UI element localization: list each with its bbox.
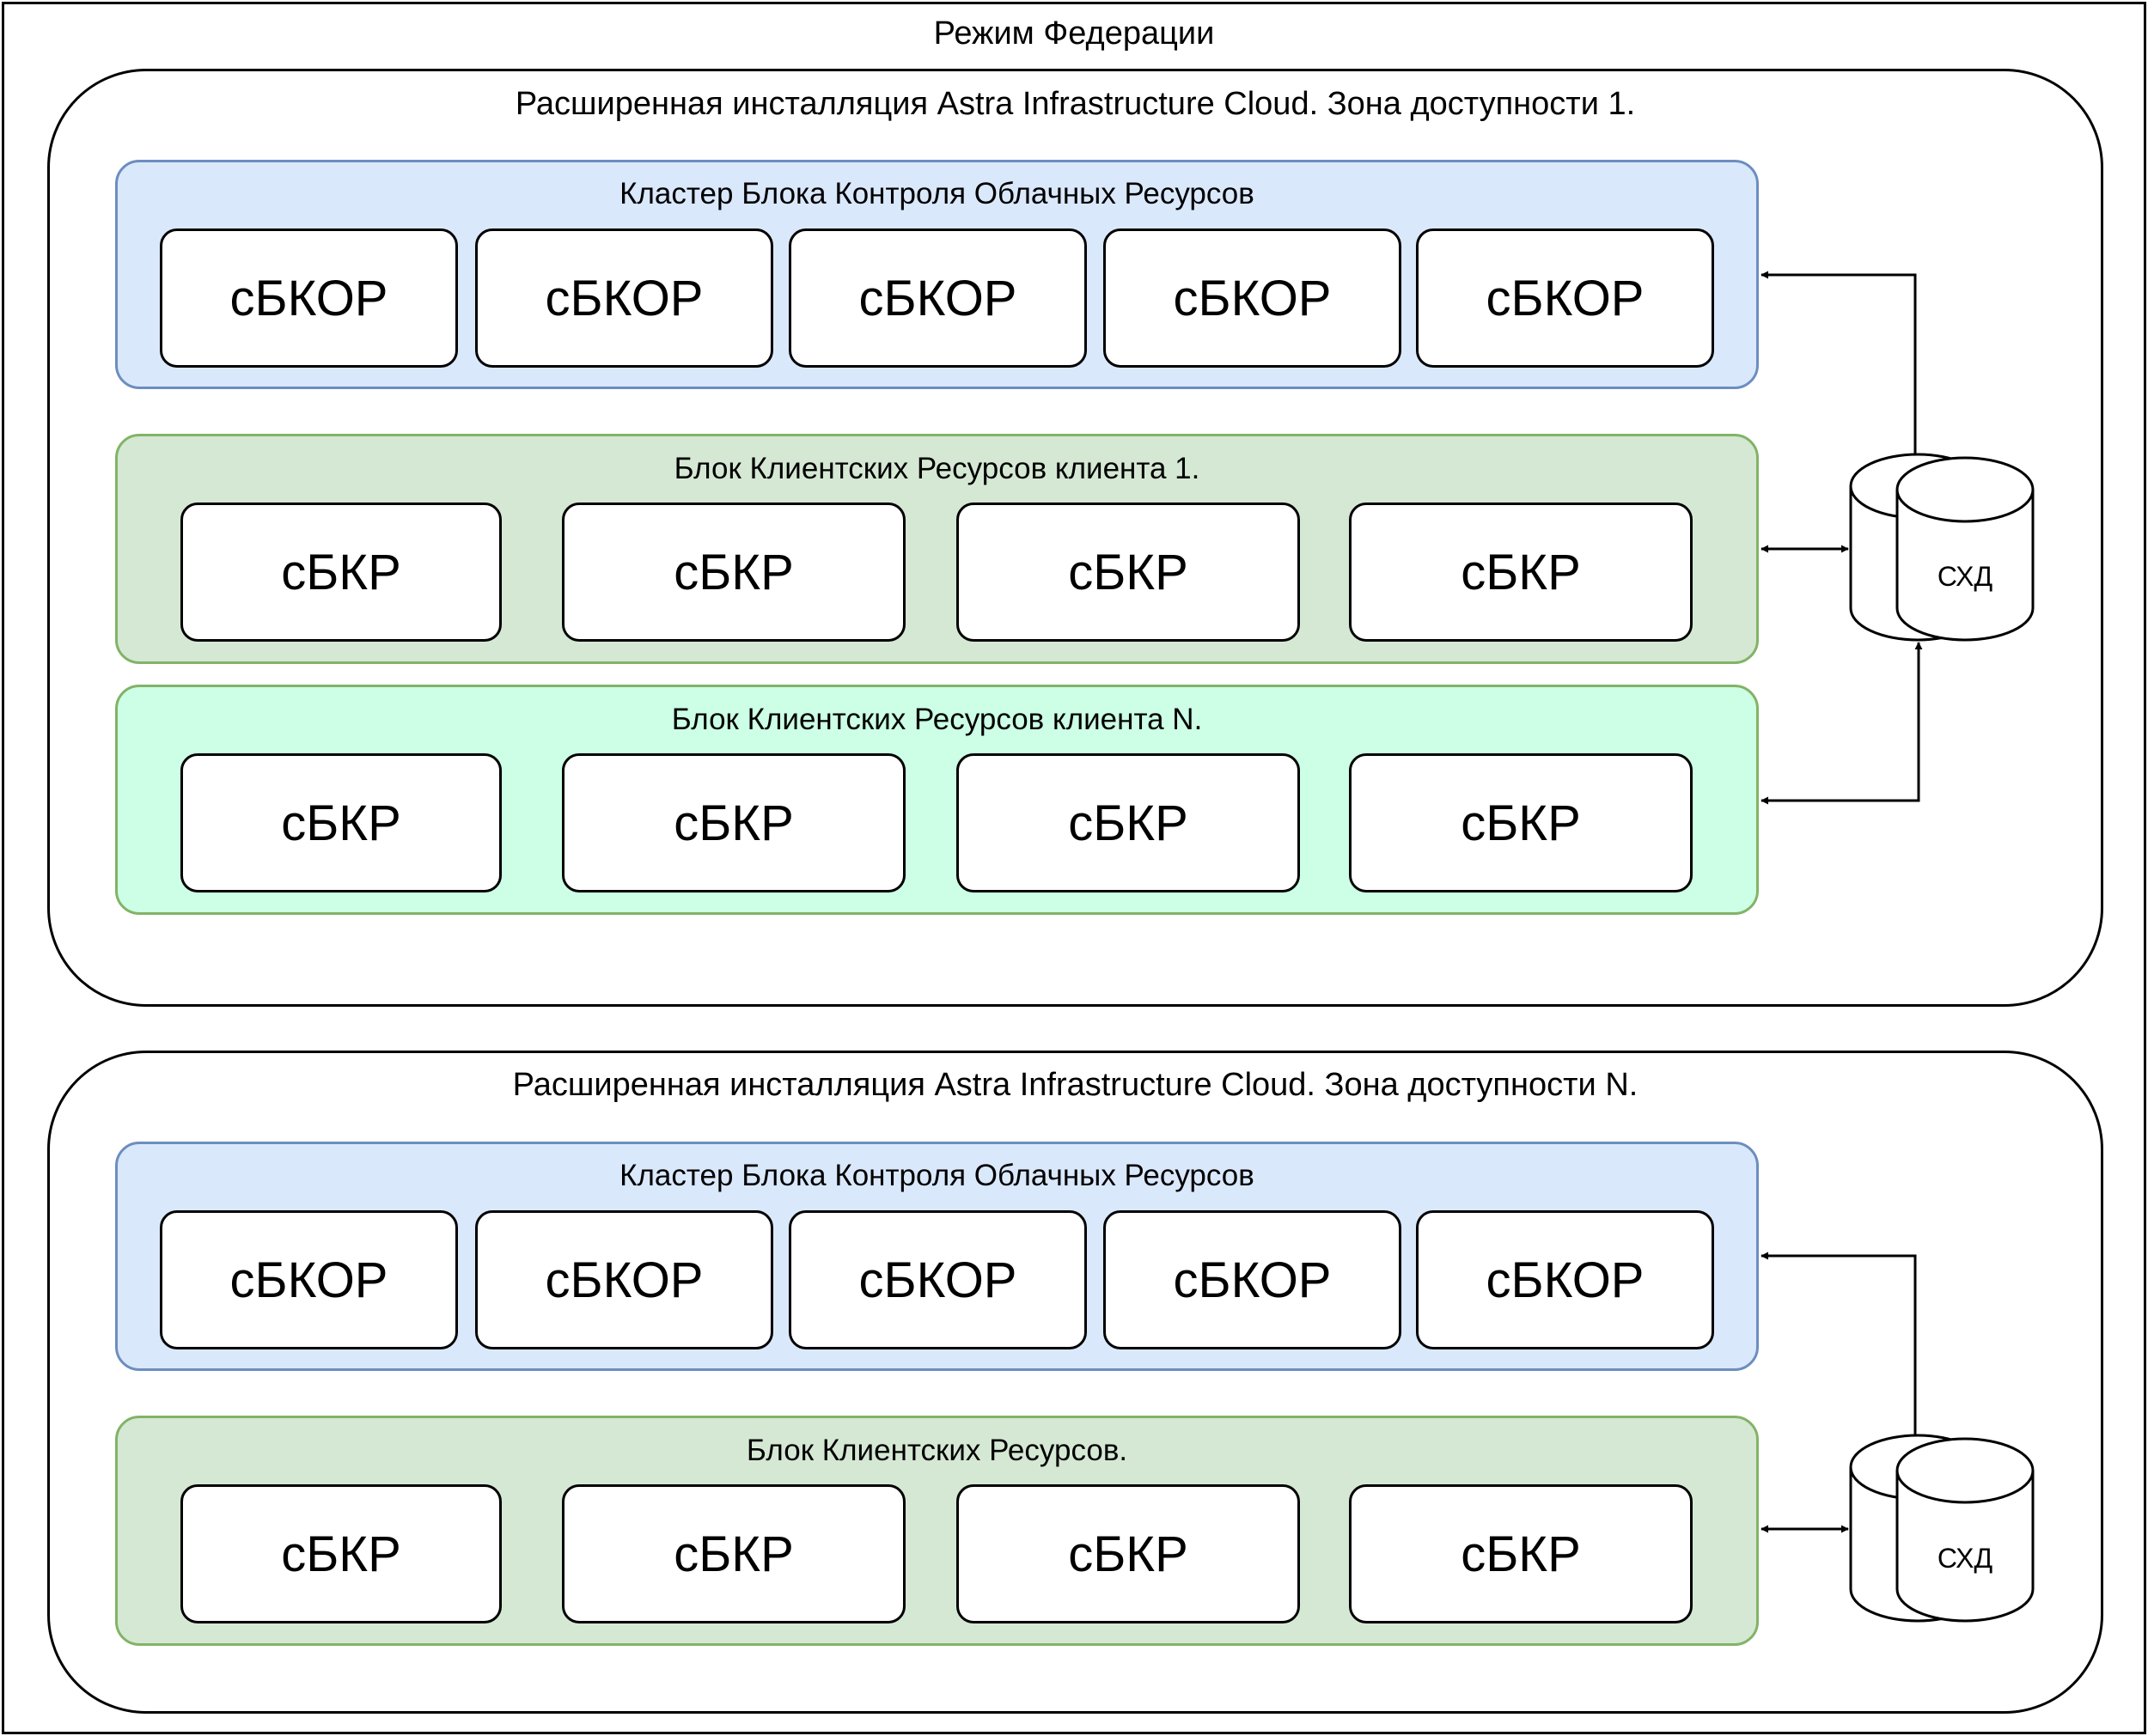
diagram-title: Режим Федерации <box>933 15 1215 52</box>
sbkor-node: сБКОР <box>475 1210 773 1349</box>
sbkor-node: сБКОР <box>1416 228 1714 368</box>
sbkr-node: сБКР <box>1349 1484 1693 1623</box>
sbkr-node: сБКР <box>562 753 906 892</box>
sbkr-node: сБКР <box>562 503 906 642</box>
sbkor-node: сБКОР <box>789 228 1087 368</box>
sbkr-node: сБКР <box>1349 753 1693 892</box>
sbkor-node: сБКОР <box>789 1210 1087 1349</box>
database-cylinder-icon <box>1849 453 2035 642</box>
client-block-1-title: Блок Клиентских Ресурсов клиента 1. <box>674 452 1200 485</box>
client-block-n-title: Блок Клиентских Ресурсов клиента N. <box>671 703 1203 736</box>
sbkr-node: сБКР <box>956 1484 1300 1623</box>
sbkor-node: сБКОР <box>475 228 773 368</box>
client-block-title: Блок Клиентских Ресурсов. <box>746 1434 1128 1467</box>
database-cylinder-icon <box>1849 1434 2035 1623</box>
sbkr-node: сБКР <box>956 503 1300 642</box>
sbkor-node: сБКОР <box>160 228 458 368</box>
sbkr-node: сБКР <box>180 1484 502 1623</box>
cluster-1-storage-connector <box>1761 271 1919 465</box>
zone-1-title: Расширенная инсталляция Astra Infrastruc… <box>515 86 1636 122</box>
storage-label: СХД <box>1937 1543 1993 1574</box>
sbkr-node: сБКР <box>1349 503 1693 642</box>
client-n-storage-connector <box>1761 642 1923 805</box>
zone-n-title: Расширенная инсталляция Astra Infrastruc… <box>512 1067 1638 1103</box>
cluster-n-title: Кластер Блока Контроля Облачных Ресурсов <box>619 1159 1254 1192</box>
storage-label: СХД <box>1937 561 1993 592</box>
sbkor-node: сБКОР <box>1416 1210 1714 1349</box>
sbkr-node: сБКР <box>180 753 502 892</box>
sbkor-node: сБКОР <box>1103 228 1401 368</box>
sbkor-node: сБКОР <box>160 1210 458 1349</box>
sbkr-node: сБКР <box>562 1484 906 1623</box>
sbkr-node: сБКР <box>956 753 1300 892</box>
cluster-1-title: Кластер Блока Контроля Облачных Ресурсов <box>619 177 1254 210</box>
sbkor-node: сБКОР <box>1103 1210 1401 1349</box>
cluster-n-storage-connector <box>1761 1252 1919 1447</box>
sbkr-node: сБКР <box>180 503 502 642</box>
